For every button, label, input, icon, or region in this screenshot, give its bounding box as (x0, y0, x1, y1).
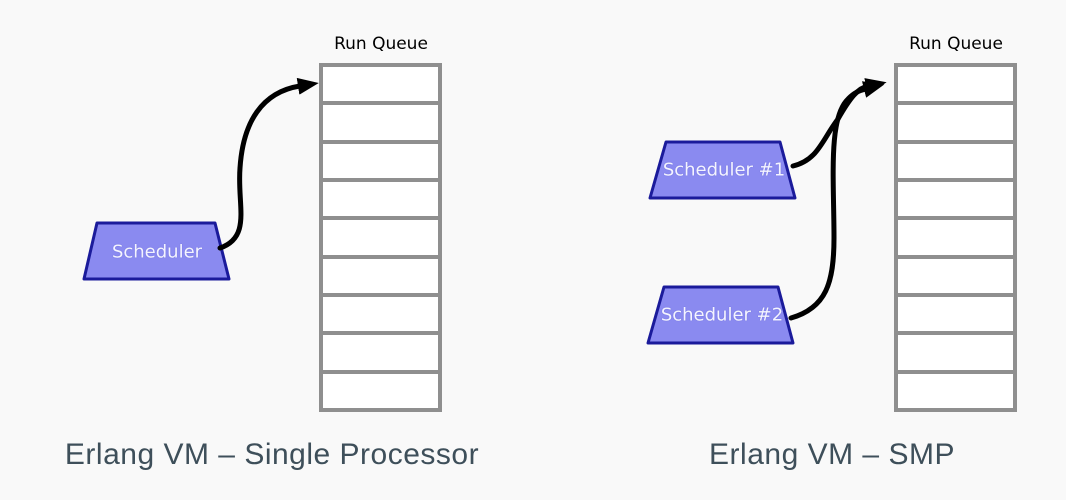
run-queue-cell (323, 143, 438, 178)
run-queue-cell (323, 335, 438, 370)
run-queue-cell (898, 143, 1013, 178)
run-queue-cell (898, 67, 1013, 102)
run-queue-cell (323, 296, 438, 332)
run-queue-cell (323, 181, 438, 217)
arrow-scheduler-to-queue (217, 77, 319, 251)
run-queue-cell (898, 373, 1013, 408)
arrow-scheduler2-to-queue (788, 81, 885, 321)
run-queue-cell (323, 220, 438, 255)
run-queue-label-right: Run Queue (909, 34, 1003, 54)
caption-smp: Erlang VM – SMP (709, 438, 955, 471)
run-queue-cell (898, 220, 1013, 255)
run-queue-cell (323, 373, 438, 408)
run-queue-cell (323, 258, 438, 293)
run-queue-cell (323, 105, 438, 140)
run-queue-label-left: Run Queue (334, 34, 428, 54)
run-queue-cell (898, 296, 1013, 332)
arrow-scheduler1-to-queue (790, 78, 887, 169)
scheduler-label-single: Scheduler (111, 241, 203, 263)
run-queue-cell (898, 105, 1013, 140)
caption-single-processor: Erlang VM – Single Processor (64, 438, 480, 471)
run-queue-left (319, 63, 442, 412)
scheduler-label-smp-2: Scheduler #2 (660, 304, 784, 326)
run-queue-cell (323, 67, 438, 102)
run-queue-cell (898, 335, 1013, 370)
run-queue-cell (898, 258, 1013, 293)
run-queue-cell (898, 181, 1013, 217)
run-queue-right (894, 63, 1017, 412)
scheduler-label-smp-1: Scheduler #1 (662, 159, 786, 181)
